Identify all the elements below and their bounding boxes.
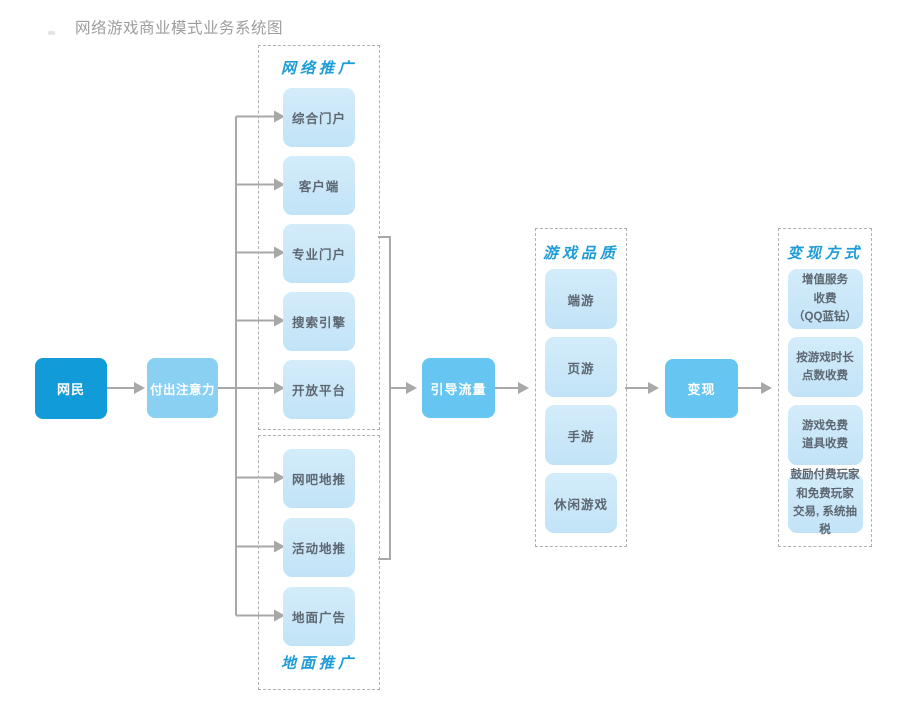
flow-item-box: 地面广告	[283, 587, 355, 646]
node-netizen: 网民	[35, 358, 107, 419]
flow-item-box: 页游	[545, 337, 617, 397]
flow-item-box: 综合门户	[283, 88, 355, 147]
group-game-quality: 游戏品质 端游页游手游休闲游戏	[535, 228, 627, 547]
flow-item-box: 增值服务 收费 （QQ蓝钻）	[787, 269, 863, 329]
group-label: 地面推广	[280, 656, 357, 672]
flow-item-box: 端游	[545, 269, 617, 329]
flow-item-box: 网吧地推	[283, 449, 355, 508]
page-title: 网络游戏商业模式业务系统图	[75, 20, 284, 37]
flow-item-box: 手游	[545, 405, 617, 465]
flow-item-box: 按游戏时长 点数收费	[787, 337, 863, 397]
flow-item-label: 端游	[567, 293, 595, 308]
group-items: 综合门户客户端专业门户搜索引擎开放平台	[259, 88, 379, 419]
flow-item-label: 按游戏时长 点数收费	[796, 351, 854, 382]
group-ground-promo: 网吧地推活动地推地面广告 地面推广	[258, 435, 380, 690]
flow-item-box: 游戏免费 道具收费	[787, 405, 863, 465]
flow-item-box: 搜索引擎	[283, 292, 355, 351]
node-label: 网民	[56, 382, 85, 397]
group-net-promo: 网络推广 综合门户客户端专业门户搜索引擎开放平台	[258, 45, 380, 430]
flow-item-label: 综合门户	[291, 112, 346, 126]
flow-item-box: 鼓励付费玩家 和免费玩家 交易, 系统抽税	[787, 469, 863, 536]
flow-item-label: 开放平台	[291, 384, 346, 398]
flow-item-label: 客户端	[298, 180, 340, 194]
flow-item-label: 地面广告	[291, 611, 346, 625]
flow-item-label: 专业门户	[291, 248, 346, 262]
flow-item-box: 休闲游戏	[545, 473, 617, 533]
group-monetize-methods: 变现方式 增值服务 收费 （QQ蓝钻） 按游戏时长 点数收费游戏免费 道具收费鼓励…	[778, 228, 872, 547]
flow-item-label: 页游	[567, 361, 595, 376]
node-pay-attention: 付出注意力	[147, 358, 218, 418]
node-monetize: 变现	[665, 359, 738, 418]
flow-item-label: 游戏免费 道具收费	[802, 419, 848, 450]
group-items: 端游页游手游休闲游戏	[536, 269, 626, 533]
flow-item-label: 搜索引擎	[291, 316, 346, 330]
group-label: 变现方式	[786, 246, 863, 262]
flow-item-label: 活动地推	[291, 542, 346, 556]
group-items: 网吧地推活动地推地面广告	[259, 449, 379, 646]
group-label: 网络推广	[280, 61, 357, 77]
flow-item-label: 手游	[567, 429, 595, 444]
node-label: 变现	[687, 382, 716, 397]
node-label: 引导流量	[430, 381, 487, 397]
flow-item-box: 开放平台	[283, 360, 355, 419]
flow-item-box: 活动地推	[283, 518, 355, 577]
group-items: 增值服务 收费 （QQ蓝钻） 按游戏时长 点数收费游戏免费 道具收费鼓励付费玩家 …	[779, 269, 871, 536]
flow-item-label: 增值服务 收费 （QQ蓝钻）	[793, 274, 857, 324]
node-label: 付出注意力	[149, 382, 215, 397]
faint-mark	[48, 31, 55, 35]
flow-item-label: 休闲游戏	[553, 497, 608, 512]
flow-item-label: 鼓励付费玩家 和免费玩家 交易, 系统抽税	[790, 469, 860, 537]
flow-item-box: 客户端	[283, 156, 355, 215]
flow-item-label: 网吧地推	[291, 473, 346, 487]
connector-promo-merge	[378, 236, 391, 560]
node-guide-traffic: 引导流量	[422, 358, 495, 418]
group-label: 游戏品质	[542, 246, 619, 262]
flow-item-box: 专业门户	[283, 224, 355, 283]
